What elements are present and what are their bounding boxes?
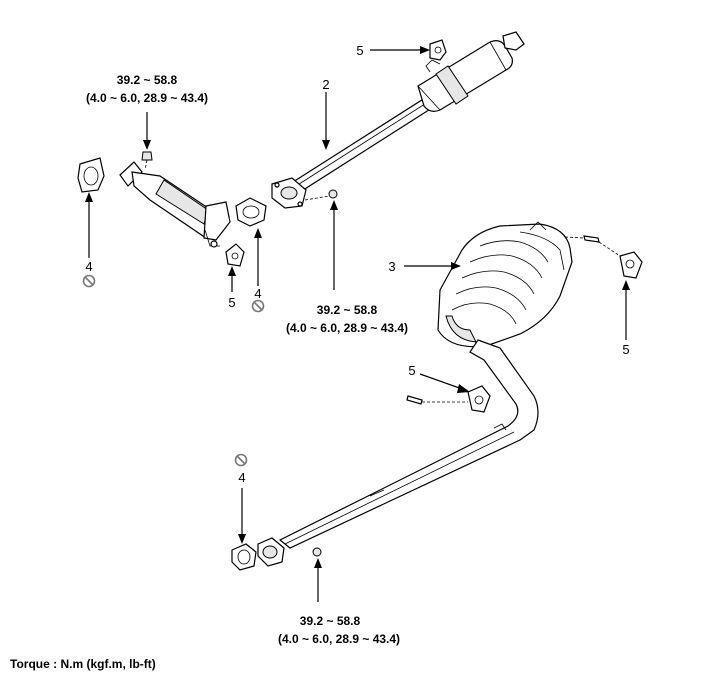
circle-slash-icon <box>234 453 248 467</box>
rubber-hanger-top <box>429 39 447 61</box>
main-muffler <box>437 221 573 348</box>
circle-slash-icon <box>82 274 96 288</box>
tail-pipe <box>257 339 539 567</box>
rubber-hanger-middle <box>406 385 491 413</box>
torque-top-left-alt: (4.0 ~ 6.0, 28.9 ~ 43.4) <box>86 91 208 105</box>
torque-middle-value: 39.2 ~ 58.8 <box>317 303 378 317</box>
circle-slash-icon <box>251 299 265 313</box>
label-center-pipe: 2 <box>322 77 329 92</box>
label-hanger-top: 5 <box>356 43 363 58</box>
label-main-muffler: 3 <box>388 259 395 274</box>
torque-middle-alt: (4.0 ~ 6.0, 28.9 ~ 43.4) <box>286 321 408 335</box>
leader-lines <box>85 46 630 602</box>
center-pipe-mount-nut <box>304 189 338 201</box>
front-pipe-nut <box>141 151 153 171</box>
torque-top-left-value: 39.2 ~ 58.8 <box>117 73 178 87</box>
label-gasket-rear: 4 <box>238 470 245 485</box>
torque-bottom-value: 39.2 ~ 58.8 <box>300 614 361 628</box>
gasket-middle <box>235 197 267 227</box>
tail-pipe-nut <box>312 547 322 557</box>
front-pipe-converter <box>119 161 231 248</box>
center-pipe <box>271 31 525 209</box>
torque-bottom-alt: (4.0 ~ 6.0, 28.9 ~ 43.4) <box>278 632 400 646</box>
label-gasket-middle: 4 <box>254 286 261 301</box>
torque-unit-footer: Torque : N.m (kgf.m, lb-ft) <box>10 657 156 671</box>
label-gasket-front: 4 <box>85 259 92 274</box>
gasket-rear <box>231 543 257 571</box>
rubber-hanger-front <box>225 243 245 267</box>
label-hanger-right: 5 <box>622 342 629 357</box>
rubber-hanger-right <box>544 235 643 279</box>
label-hanger-front: 5 <box>228 295 235 310</box>
gasket-front <box>77 157 105 193</box>
label-hanger-middle: 5 <box>408 363 415 378</box>
